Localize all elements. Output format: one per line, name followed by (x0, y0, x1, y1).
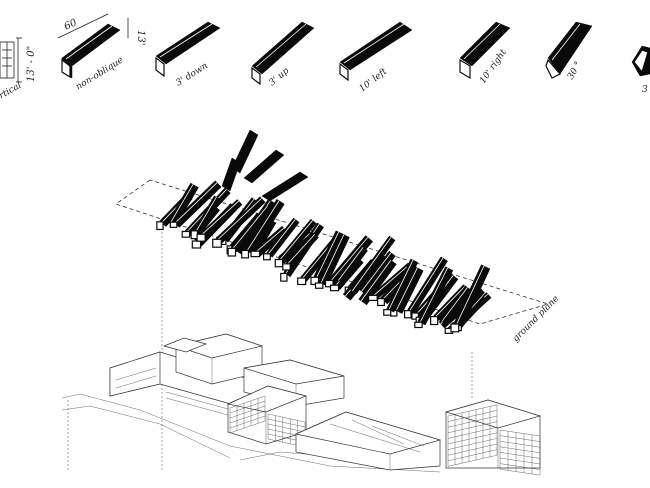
canopy-beam-edge (279, 220, 313, 261)
height-dimension: 13' - 0" (26, 46, 37, 82)
canopy-beam-edge (287, 233, 316, 265)
building-d (226, 385, 308, 448)
module-non-oblique: 60 non-oblique (57, 13, 125, 93)
canopy-beam-edge (361, 252, 392, 292)
canopy-beam-edge (351, 237, 392, 292)
canopy-beam (193, 195, 222, 235)
building-b (162, 333, 264, 385)
canopy-beam-edge (441, 287, 468, 322)
building-f-windows (447, 404, 541, 476)
canopy-beam-end (227, 247, 237, 257)
canopy-structure (156, 129, 492, 334)
canopy-beam-edge (246, 200, 280, 252)
canopy-beam (417, 266, 454, 326)
module-10-left: 10' left (339, 21, 413, 95)
canopy-beam-end (430, 316, 439, 326)
canopy-beam-end (156, 221, 164, 231)
canopy-beam-edge (195, 196, 217, 232)
canopy-beam (244, 198, 285, 255)
length-dimension: 60 (62, 17, 79, 33)
module-3-down-label: 3' down (174, 61, 210, 89)
canopy-beam-end (414, 321, 423, 329)
module-3-up: 3' up (251, 21, 315, 88)
canopy-beam-edge (320, 234, 345, 284)
canopy-beam-end (250, 250, 261, 258)
canopy-beam (336, 245, 368, 285)
building-a (109, 351, 253, 421)
canopy-beam-edge (434, 285, 466, 318)
canopy-beam-edge (372, 264, 410, 297)
canopy-beam-end (190, 230, 199, 240)
existing-buildings (61, 333, 542, 476)
canopy-beam-edge (388, 259, 414, 310)
canopy-beam-edge (360, 259, 392, 302)
building-f (444, 399, 542, 476)
building-e (294, 411, 442, 471)
canopy-beam-end (274, 258, 284, 268)
module-30-deg: 30 ° (545, 21, 593, 82)
canopy-beam-end (403, 310, 412, 319)
canopy-beam-edge (217, 198, 262, 241)
canopy-beam-edge (456, 265, 485, 325)
canopy-beam-edge (316, 231, 339, 278)
module-3-down: 3' down (155, 21, 221, 89)
canopy-beam (261, 171, 309, 202)
canopy-beam-end (297, 277, 307, 286)
canopy-beam-edge (409, 257, 444, 312)
module-legend: vertical 13' - 0" 60 non-oblique 13' 3' … (0, 13, 650, 107)
canopy-beam-end (368, 294, 378, 302)
module-vertical-label: vertical (0, 81, 23, 107)
canopy-beam-end (282, 263, 291, 271)
canopy-beam-end (169, 221, 178, 228)
canopy-beam-end (324, 279, 334, 288)
canopy-beam-end (377, 297, 385, 307)
canopy-beam (243, 149, 285, 184)
canopy-beam-end (181, 230, 191, 238)
module-vertical: vertical (0, 37, 23, 107)
canopy-beam-end (241, 249, 250, 259)
canopy-beam-end (450, 323, 460, 333)
canopy-beam-edge (330, 237, 369, 282)
width-dimension: 13' (135, 30, 146, 45)
module-10-left-label: 10' left (358, 67, 390, 95)
canopy-beam-edge (170, 184, 194, 223)
projection-lines (67, 232, 473, 470)
canopy-beam-end (262, 253, 271, 261)
module-3-up-label: 3' up (268, 66, 292, 88)
canopy-beam (358, 258, 397, 306)
module-non-oblique-label: non-oblique (74, 56, 125, 93)
canopy-beam-end (191, 240, 202, 249)
canopy-beam-end (310, 276, 320, 285)
canopy-beam-end (212, 238, 222, 248)
module-10-right: 10' right (459, 21, 511, 86)
canopy-beam (350, 235, 396, 295)
canopy-beam-end (411, 312, 419, 320)
canopy-beam-edge (338, 247, 364, 281)
canopy-beam-edge (174, 182, 218, 224)
canopy-beam-end (314, 282, 324, 289)
canopy-beam-edge (267, 219, 296, 255)
canopy-beam-end (280, 272, 288, 282)
module-end-label: 3 (642, 85, 648, 95)
canopy-beam-end (196, 233, 206, 242)
canopy-beam-edge (419, 267, 449, 323)
canopy-beam-end (383, 309, 392, 316)
canopy-beam (221, 157, 241, 192)
module-30-deg-label: 30 ° (566, 60, 584, 81)
canopy-beam-edge (255, 227, 285, 253)
ground-plane-label: ground plane (511, 294, 561, 344)
canopy-beam-edge (201, 200, 239, 236)
canopy-beam-edge (395, 267, 418, 311)
canopy-beam-edge (232, 205, 268, 249)
canopy-beam-end (329, 284, 340, 292)
module-end: 3 (631, 45, 650, 95)
